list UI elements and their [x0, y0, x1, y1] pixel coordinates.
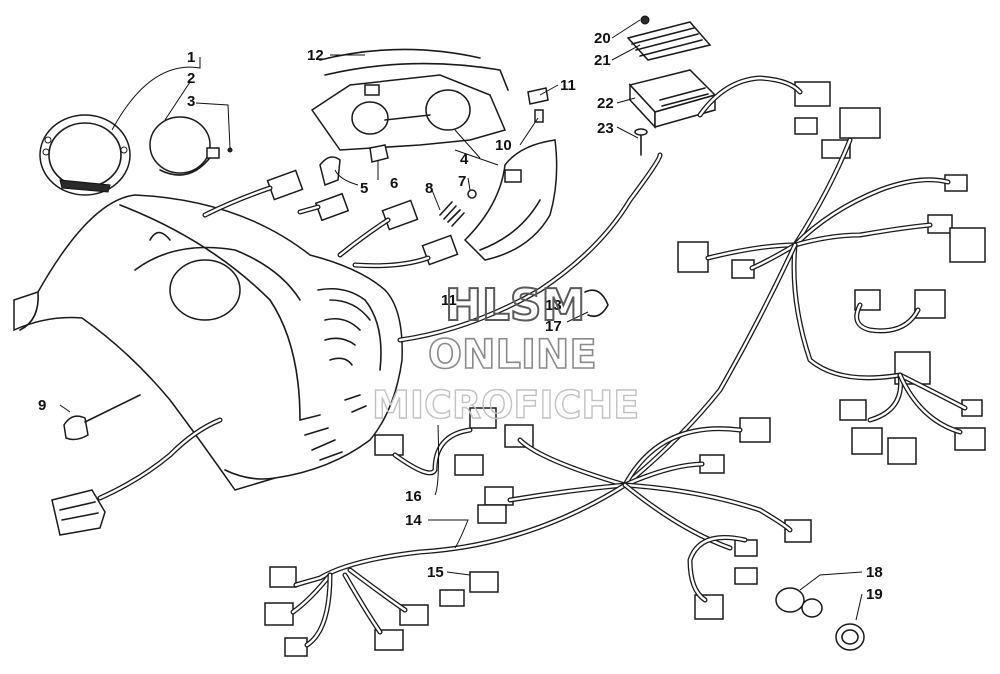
- callout-8: 8: [425, 180, 433, 197]
- nut: [467, 189, 477, 199]
- wiring-harness: [97, 75, 968, 648]
- connectors: [51, 81, 986, 657]
- callout-16: 16: [405, 488, 422, 505]
- gauge-screw: [227, 147, 233, 153]
- leader-lines: [59, 19, 863, 621]
- callout-4: 4: [460, 151, 469, 168]
- callout-21: 21: [594, 52, 611, 69]
- callout-3: 3: [187, 93, 195, 110]
- wire-clip: [584, 289, 609, 318]
- hood-cowl: [13, 194, 403, 491]
- callout-23: 23: [597, 120, 614, 137]
- gauge-bezel: [149, 116, 220, 176]
- callout-10: 10: [495, 137, 512, 154]
- voltage-regulator: [626, 15, 717, 156]
- callout-1: 1: [187, 49, 195, 66]
- callout-22: 22: [597, 95, 614, 112]
- callout-labels: 1 2 3 4 5 6 7 8 9 10 11 11 12 13 14 15 1…: [38, 30, 883, 603]
- callout-12: 12: [307, 47, 324, 64]
- callout-5: 5: [360, 180, 368, 197]
- spring: [439, 201, 465, 227]
- sensor-bolt: [63, 394, 141, 441]
- switch-housing: [463, 87, 558, 261]
- callout-17: 17: [545, 318, 562, 335]
- sealing-ring: [835, 623, 865, 651]
- headlight-socket: [319, 144, 389, 187]
- callout-20: 20: [594, 30, 611, 47]
- watermark-line-3: MICROFICHE: [372, 383, 639, 427]
- callout-2: 2: [187, 70, 195, 87]
- callout-11-center: 11: [441, 292, 457, 309]
- oil-pressure-switch: [775, 587, 823, 618]
- callout-11-top: 11: [560, 77, 576, 94]
- main-connector: [51, 489, 106, 536]
- callout-15: 15: [427, 564, 444, 581]
- callout-13: 13: [545, 297, 562, 314]
- watermark-line-1: HLSM: [445, 280, 585, 331]
- callout-19: 19: [866, 586, 883, 603]
- gauge-opening: [169, 259, 241, 321]
- callout-6: 6: [390, 175, 398, 192]
- callout-9: 9: [38, 397, 46, 414]
- watermark: HLSM ONLINE MICROFICHE: [371, 279, 640, 428]
- callout-18: 18: [866, 564, 883, 581]
- headlight-housing: [310, 48, 509, 151]
- speedometer-gauge: [39, 114, 131, 196]
- callout-14: 14: [405, 512, 422, 529]
- callout-7: 7: [458, 173, 466, 190]
- watermark-line-2: ONLINE: [428, 332, 597, 378]
